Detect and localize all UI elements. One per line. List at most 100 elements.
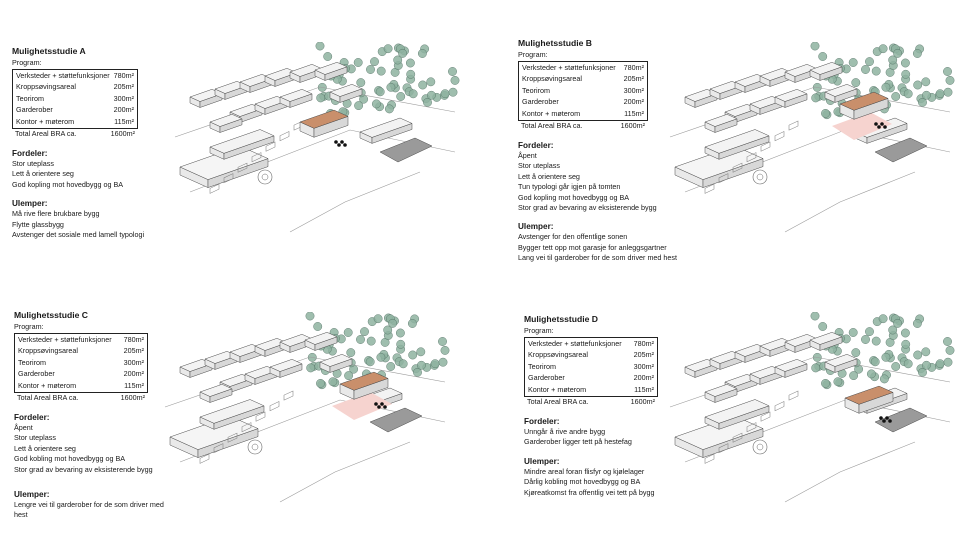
roundabout-inner [756, 173, 764, 181]
tree [376, 66, 386, 76]
cons-item: Mindre areal foran flisfyr og kjølelager [524, 466, 645, 476]
new-building-roof [844, 385, 894, 405]
person [877, 125, 881, 129]
roundabout [752, 169, 768, 185]
tree [901, 339, 911, 349]
site-drawing [174, 42, 460, 233]
tree [870, 357, 880, 367]
site-illustration-a [170, 42, 460, 242]
cons-heading: Ulemper: [524, 456, 560, 466]
tree [861, 335, 870, 344]
tree [851, 348, 861, 358]
tree [406, 69, 416, 79]
tree [448, 67, 457, 76]
tree [903, 359, 913, 369]
cons-heading: Ulemper: [14, 490, 50, 499]
parking-bay [788, 390, 799, 401]
roundabout-inner [261, 173, 269, 181]
building-roof [774, 89, 808, 102]
new-building-roof [839, 91, 889, 111]
site-drawing [669, 312, 955, 503]
road [784, 441, 916, 503]
tree [810, 312, 820, 321]
parking-bay [732, 162, 743, 173]
pros-heading: Fordeler: [518, 140, 554, 150]
person [343, 143, 347, 147]
tree [393, 55, 403, 65]
dark-roof [874, 407, 928, 433]
cons-item: Bygger tett opp mot garasje for anleggsg… [518, 242, 667, 252]
tree [888, 325, 898, 335]
tree [851, 78, 861, 88]
tree [818, 322, 828, 331]
pros-item: Tun typologi går igjen på tomten [518, 182, 621, 192]
parking-bay [746, 152, 757, 163]
tree [417, 49, 427, 58]
dark-roof [379, 137, 433, 163]
tree [373, 314, 383, 324]
tree [416, 360, 426, 370]
pros-item: Unngår å rive andre bygg [524, 426, 606, 436]
parking-bay [199, 453, 210, 464]
person [383, 405, 387, 409]
person [380, 402, 384, 406]
parking-bay [255, 411, 266, 422]
pros-item: Åpent [518, 150, 537, 160]
parking-bay [760, 411, 771, 422]
tree [912, 319, 922, 328]
tree [921, 77, 931, 87]
road [784, 171, 916, 233]
tree [900, 58, 910, 68]
parking-bay [718, 173, 729, 184]
tree [871, 66, 881, 76]
person [888, 419, 892, 423]
tree [893, 48, 903, 58]
tree [913, 80, 923, 90]
cons-item: Kjøreatkomst fra offentlig vei tett på b… [524, 487, 655, 497]
tree [305, 312, 315, 321]
building-roof [809, 332, 843, 345]
tree [918, 97, 927, 107]
pros-item: Lett å orientere seg [14, 443, 76, 453]
parking-bay [265, 141, 276, 152]
person [880, 122, 884, 126]
tree [306, 363, 316, 373]
tree [313, 322, 323, 331]
program-label: Program: [518, 50, 548, 59]
building-roof [269, 359, 303, 372]
roundabout [247, 439, 263, 455]
parking-bay [788, 120, 799, 131]
building-roof [704, 384, 738, 397]
tree [893, 318, 903, 328]
dark-roof [874, 137, 928, 163]
tree [384, 104, 394, 114]
road [289, 171, 421, 233]
tree [811, 363, 821, 373]
roundabout [752, 439, 768, 455]
person [874, 122, 878, 126]
tree [438, 357, 448, 367]
parking-bay [213, 443, 224, 454]
tree [315, 42, 325, 51]
tree [943, 357, 953, 367]
study-d: Mulighetsstudie D Program: Verksteder + … [524, 314, 658, 498]
tree [376, 352, 386, 362]
person [879, 416, 883, 420]
pros-heading: Fordeler: [14, 412, 50, 422]
tree [386, 82, 396, 92]
pros-item: Garderober ligger tett på hestefag [524, 437, 632, 447]
tree [353, 58, 363, 67]
tree [878, 44, 888, 54]
